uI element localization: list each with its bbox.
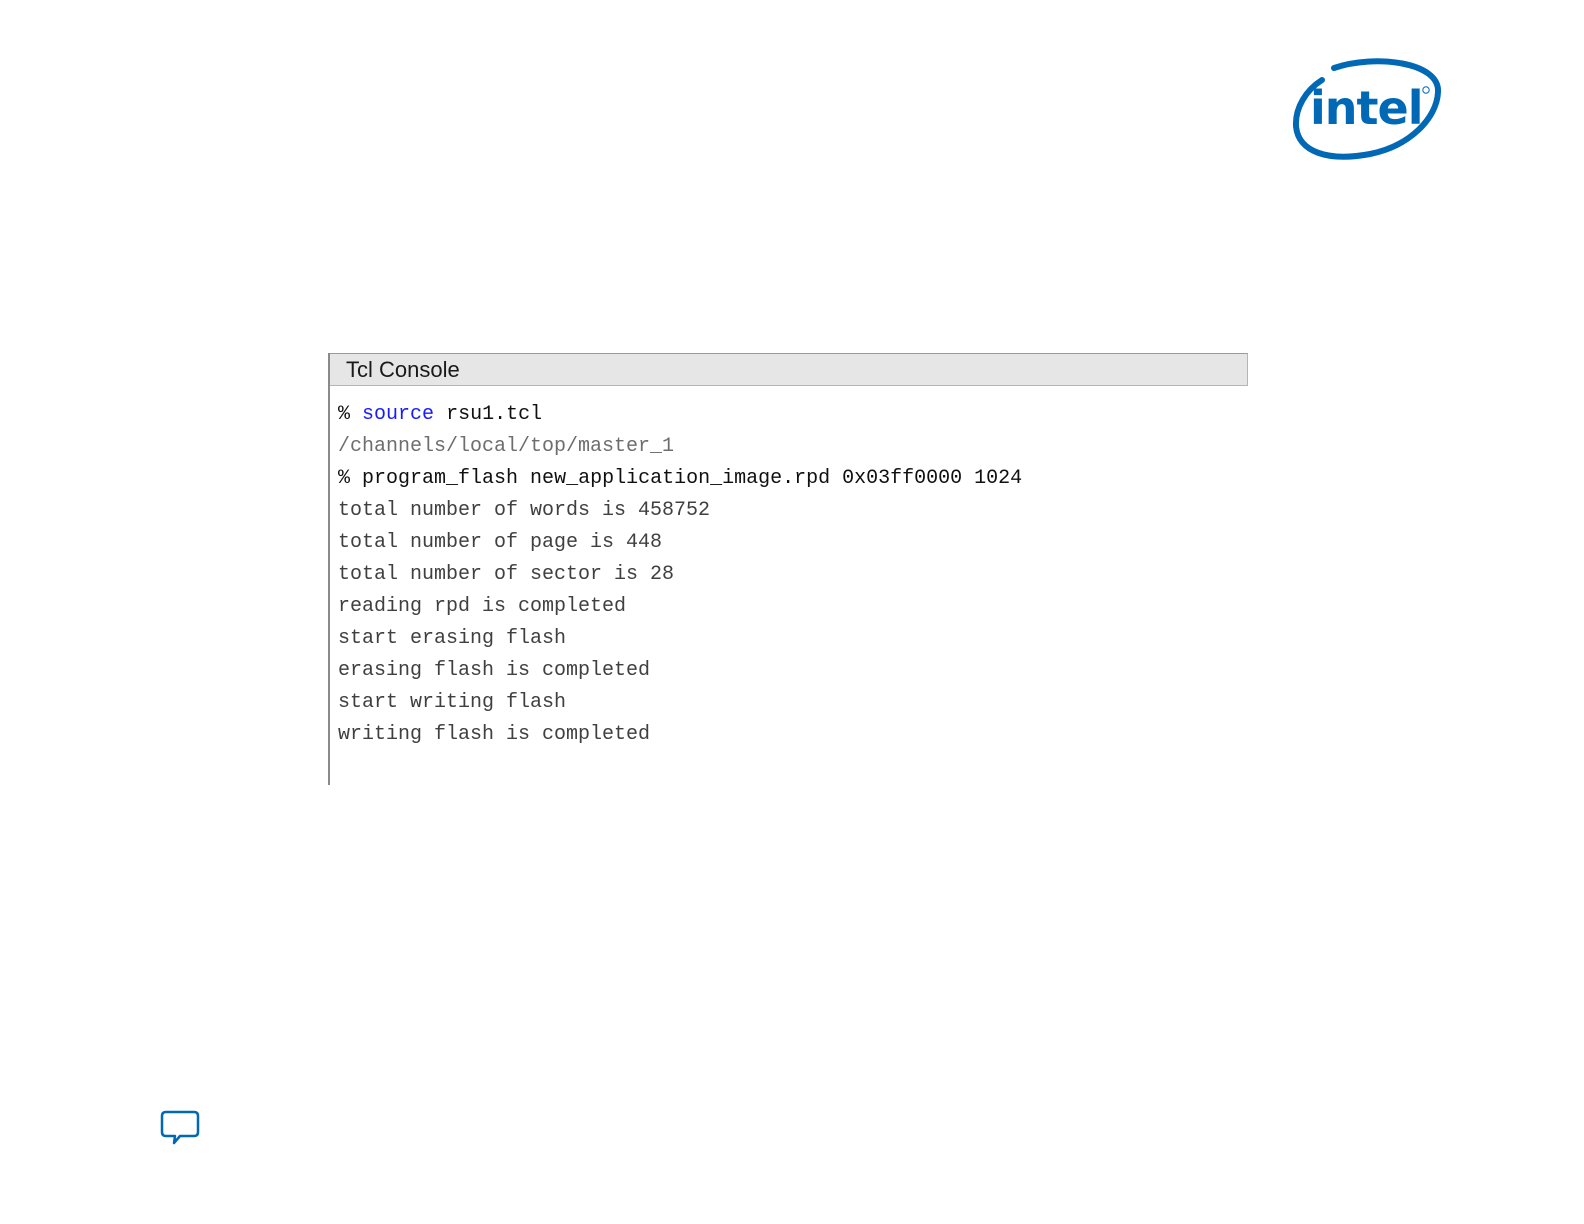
console-line-6: total number of sector is 28 [338, 563, 675, 586]
tcl-console: Tcl Console % source rsu1.tcl /channels/… [328, 353, 1248, 785]
console-line-10: start writing flash [338, 691, 567, 714]
console-line-11: writing flash is completed [338, 723, 651, 746]
intel-logo-icon: intel [1292, 58, 1441, 160]
speech-bubble-icon [160, 1110, 200, 1145]
console-line-9: erasing flash is completed [338, 659, 651, 682]
console-line-4: total number of words is 458752 [338, 499, 711, 522]
console-header: Tcl Console [330, 353, 1248, 386]
console-line-2: /channels/local/top/master_1 [338, 435, 675, 458]
console-line-7: reading rpd is completed [338, 595, 627, 618]
source-keyword: source [362, 403, 435, 426]
console-line-8: start erasing flash [338, 627, 567, 650]
feedback-button[interactable] [160, 1110, 200, 1146]
console-output: % source rsu1.tcl /channels/local/top/ma… [330, 386, 1248, 751]
logo-wordmark: intel [1310, 81, 1422, 135]
console-line-5: total number of page is 448 [338, 531, 663, 554]
console-line-3: % program_flash new_application_image.rp… [338, 467, 1023, 490]
console-title: Tcl Console [346, 356, 460, 382]
intel-logo: intel [1290, 58, 1446, 166]
console-line-1: % source rsu1.tcl [338, 403, 543, 426]
